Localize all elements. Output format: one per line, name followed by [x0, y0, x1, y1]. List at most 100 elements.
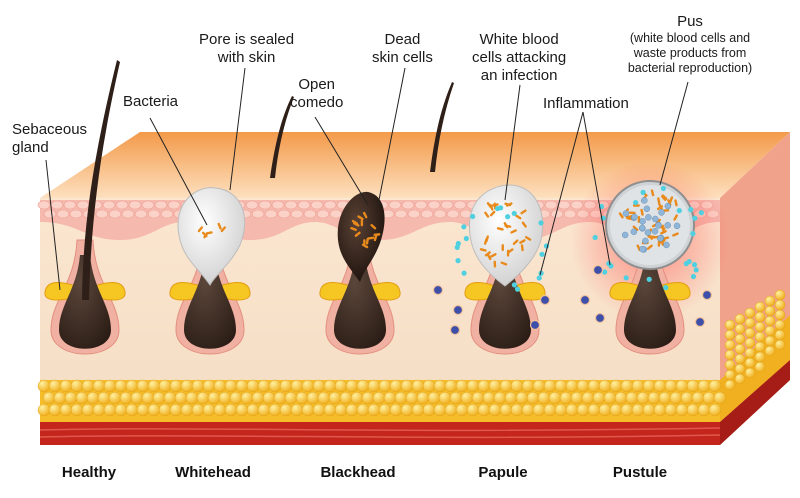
hair-shaft [82, 60, 120, 300]
follicle-papule [432, 184, 551, 355]
pus-cell [631, 213, 638, 221]
label-inflammation: Inflammation [543, 95, 629, 112]
muscle-layer [40, 422, 720, 445]
bacterium [525, 236, 532, 241]
bacterium [506, 249, 510, 257]
bacterium [640, 208, 644, 216]
white-blood-cell [470, 213, 476, 220]
bacterium [650, 189, 655, 197]
immune-cell [452, 304, 464, 316]
bacterium [370, 223, 377, 230]
bacterium [500, 261, 508, 266]
pus-cell [652, 215, 659, 223]
bacterium [361, 243, 369, 249]
white-blood-cell [454, 244, 460, 250]
bacterium [672, 232, 679, 237]
pus-cell [621, 231, 629, 239]
label-pus: Pus (white blood cells and waste product… [620, 13, 760, 76]
pus-cell [638, 224, 646, 232]
immune-cell [694, 316, 706, 328]
bacterium [367, 236, 375, 240]
immune-cell [529, 319, 541, 331]
bacterium [373, 234, 378, 242]
pus-cell [673, 222, 681, 230]
white-blood-cell [676, 208, 682, 214]
bacterium [515, 214, 522, 220]
white-blood-cell [461, 270, 467, 276]
bacterium [504, 224, 512, 228]
bacterium [490, 253, 497, 258]
pus-cell [658, 209, 665, 216]
bacterium [354, 231, 361, 237]
white-blood-cell [663, 285, 669, 291]
white-blood-cell [691, 262, 698, 268]
stage-title-whitehead: Whitehead [175, 464, 251, 481]
pus-cell [651, 228, 659, 235]
follicle-blackhead [319, 191, 401, 355]
blackhead-plug [337, 191, 385, 282]
bacterium [489, 210, 496, 217]
immune-cell [594, 312, 606, 324]
bacterium [674, 199, 678, 207]
white-blood-cell [505, 214, 511, 220]
immune-cell [592, 264, 604, 276]
bacterium [373, 233, 381, 237]
bacterium [660, 230, 667, 235]
bacterium [197, 226, 204, 233]
pus-cell [641, 197, 648, 204]
bacterium [632, 225, 639, 231]
surface-hair [270, 96, 294, 178]
pus-cell [643, 205, 651, 213]
white-blood-cell [698, 210, 704, 216]
follicles [44, 60, 730, 355]
bacterium [504, 202, 512, 207]
follicle-whitehead [169, 187, 251, 355]
follicle-healthy [44, 60, 126, 355]
bacterium [203, 232, 209, 239]
white-blood-cell [539, 251, 545, 257]
bacterium [519, 239, 526, 244]
white-blood-cell [608, 263, 614, 269]
white-blood-cell [538, 220, 544, 226]
bacterium [217, 222, 222, 230]
immune-cell [579, 294, 591, 306]
stage-title-pustule: Pustule [612, 464, 668, 481]
follicle-pustule [579, 180, 713, 355]
white-blood-cell [640, 189, 646, 195]
bacterium [521, 221, 527, 228]
white-blood-cell [592, 234, 598, 241]
pus-cell [644, 229, 652, 236]
bacterium [493, 260, 497, 268]
immune-cell [449, 324, 461, 336]
white-blood-cell [646, 276, 652, 282]
pus-cell [622, 210, 630, 217]
bacterium [512, 239, 519, 245]
bacterium [496, 227, 504, 231]
white-blood-cell [511, 210, 517, 217]
bacterium [220, 226, 227, 233]
bacterium [489, 203, 494, 211]
surface-hair [430, 82, 454, 172]
bacterium [479, 248, 487, 252]
bacterium [350, 226, 357, 232]
bacterium [486, 253, 492, 261]
leader-lines [45, 67, 689, 291]
pus-cell [664, 222, 671, 229]
pus-cell [630, 228, 638, 236]
bacterium [520, 209, 527, 215]
stage-title-papule: Papule [478, 464, 528, 481]
white-blood-cell [690, 231, 696, 237]
white-blood-cell [660, 185, 666, 192]
bacterium [618, 212, 624, 219]
bacterium [357, 215, 364, 221]
white-blood-cell [633, 199, 639, 206]
white-blood-cell [602, 269, 608, 275]
white-blood-cell [498, 205, 504, 211]
white-blood-cell [536, 275, 542, 281]
bacterium [510, 229, 517, 234]
